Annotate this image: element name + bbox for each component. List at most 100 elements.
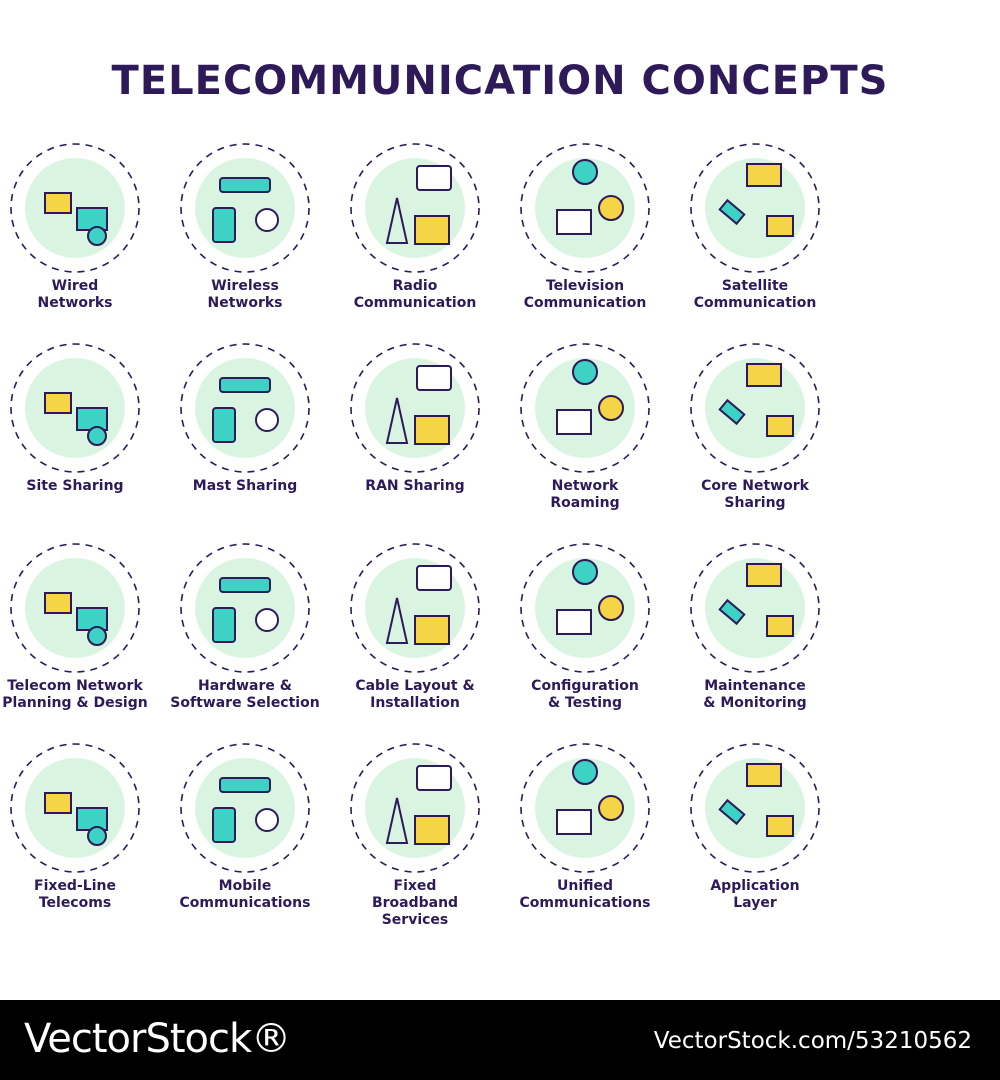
concept-label-line: Network — [551, 478, 619, 494]
concept-label-line: Radio — [392, 278, 438, 294]
wireless-networks-icon — [180, 143, 310, 273]
mast-sharing-icon — [180, 343, 310, 473]
concept-label-line: Sharing — [724, 495, 786, 511]
hardware-software-icon — [180, 543, 310, 673]
concept-label: RAN Sharing — [330, 478, 500, 495]
configuration-testing-icon — [520, 543, 650, 673]
network-roaming-icon — [520, 343, 650, 473]
concept-label: Maintenance& Monitoring — [670, 678, 840, 712]
concept-label-line: & Monitoring — [703, 695, 807, 711]
concept-label-line: Networks — [207, 295, 283, 311]
concept-card: Cable Layout &Installation — [330, 530, 500, 735]
radio-communication-icon — [350, 143, 480, 273]
concept-label: Configuration& Testing — [500, 678, 670, 712]
page-title: TELECOMMUNICATION CONCEPTS — [111, 58, 889, 104]
concept-label: Site Sharing — [0, 478, 160, 495]
concept-card: Configuration& Testing — [500, 530, 670, 735]
concept-label-line: Roaming — [550, 495, 620, 511]
mobile-communications-icon — [180, 743, 310, 873]
concept-label-line: Broadband — [371, 895, 459, 911]
brand-logo[interactable]: VectorStock® — [24, 1016, 291, 1062]
image-id: VectorStock.com/53210562 — [653, 1028, 972, 1054]
ran-sharing-icon — [350, 343, 480, 473]
concept-label-line: Communications — [519, 895, 651, 911]
concept-label: Mast Sharing — [160, 478, 330, 495]
concept-label-line: Networks — [37, 295, 113, 311]
concept-card: RAN Sharing — [330, 330, 500, 535]
concept-label-line: Fixed — [393, 878, 437, 894]
concept-label-line: Telecoms — [38, 895, 112, 911]
concept-label-line: Telecom Network — [7, 678, 143, 694]
concept-label-line: Wireless — [211, 278, 279, 294]
concept-label-line: Television — [545, 278, 625, 294]
concept-label-line: & Testing — [547, 695, 623, 711]
site-sharing-icon — [10, 343, 140, 473]
concept-label-line: Hardware & — [198, 678, 292, 694]
concept-label: Hardware &Software Selection — [160, 678, 330, 712]
concept-label: Cable Layout &Installation — [330, 678, 500, 712]
concept-label-line: Fixed-Line — [34, 878, 116, 894]
unified-communications-icon — [520, 743, 650, 873]
concept-label-line: Application — [710, 878, 800, 894]
concept-label-line: Satellite — [721, 278, 789, 294]
concept-label-line: Wired — [51, 278, 99, 294]
fixed-broadband-icon — [350, 743, 480, 873]
application-layer-icon — [690, 743, 820, 873]
concept-card: Mast Sharing — [160, 330, 330, 535]
concept-label-line: Communications — [179, 895, 311, 911]
concept-label-line: Mobile — [218, 878, 272, 894]
wired-networks-icon — [10, 143, 140, 273]
television-communication-icon — [520, 143, 650, 273]
fixed-line-icon — [10, 743, 140, 873]
concept-label-line: Services — [381, 912, 449, 928]
concept-label-line: Layer — [733, 895, 777, 911]
network-planning-icon — [10, 543, 140, 673]
concept-label-line: Mast Sharing — [192, 478, 298, 494]
core-network-sharing-icon — [690, 343, 820, 473]
concept-label-line: Software Selection — [170, 695, 320, 711]
concept-label-line: Site Sharing — [26, 478, 124, 494]
satellite-communication-icon — [690, 143, 820, 273]
concept-label-line: Installation — [370, 695, 460, 711]
concept-card: Site Sharing — [0, 330, 160, 535]
concept-card: Maintenance& Monitoring — [670, 530, 840, 735]
concept-label-line: Communication — [693, 295, 817, 311]
concept-card: Hardware &Software Selection — [160, 530, 330, 735]
concept-label-line: Configuration — [531, 678, 639, 694]
concept-label-line: Maintenance — [704, 678, 806, 694]
concept-label-line: Communication — [353, 295, 477, 311]
concept-label-line: Planning & Design — [2, 695, 148, 711]
concept-label-line: Cable Layout & — [355, 678, 475, 694]
footer-bar: VectorStock® VectorStock.com/53210562 — [0, 1000, 1000, 1080]
concept-label-line: Communication — [523, 295, 647, 311]
concept-label-line: Core Network — [701, 478, 809, 494]
maintenance-monitoring-icon — [690, 543, 820, 673]
concept-label-line: RAN Sharing — [365, 478, 465, 494]
